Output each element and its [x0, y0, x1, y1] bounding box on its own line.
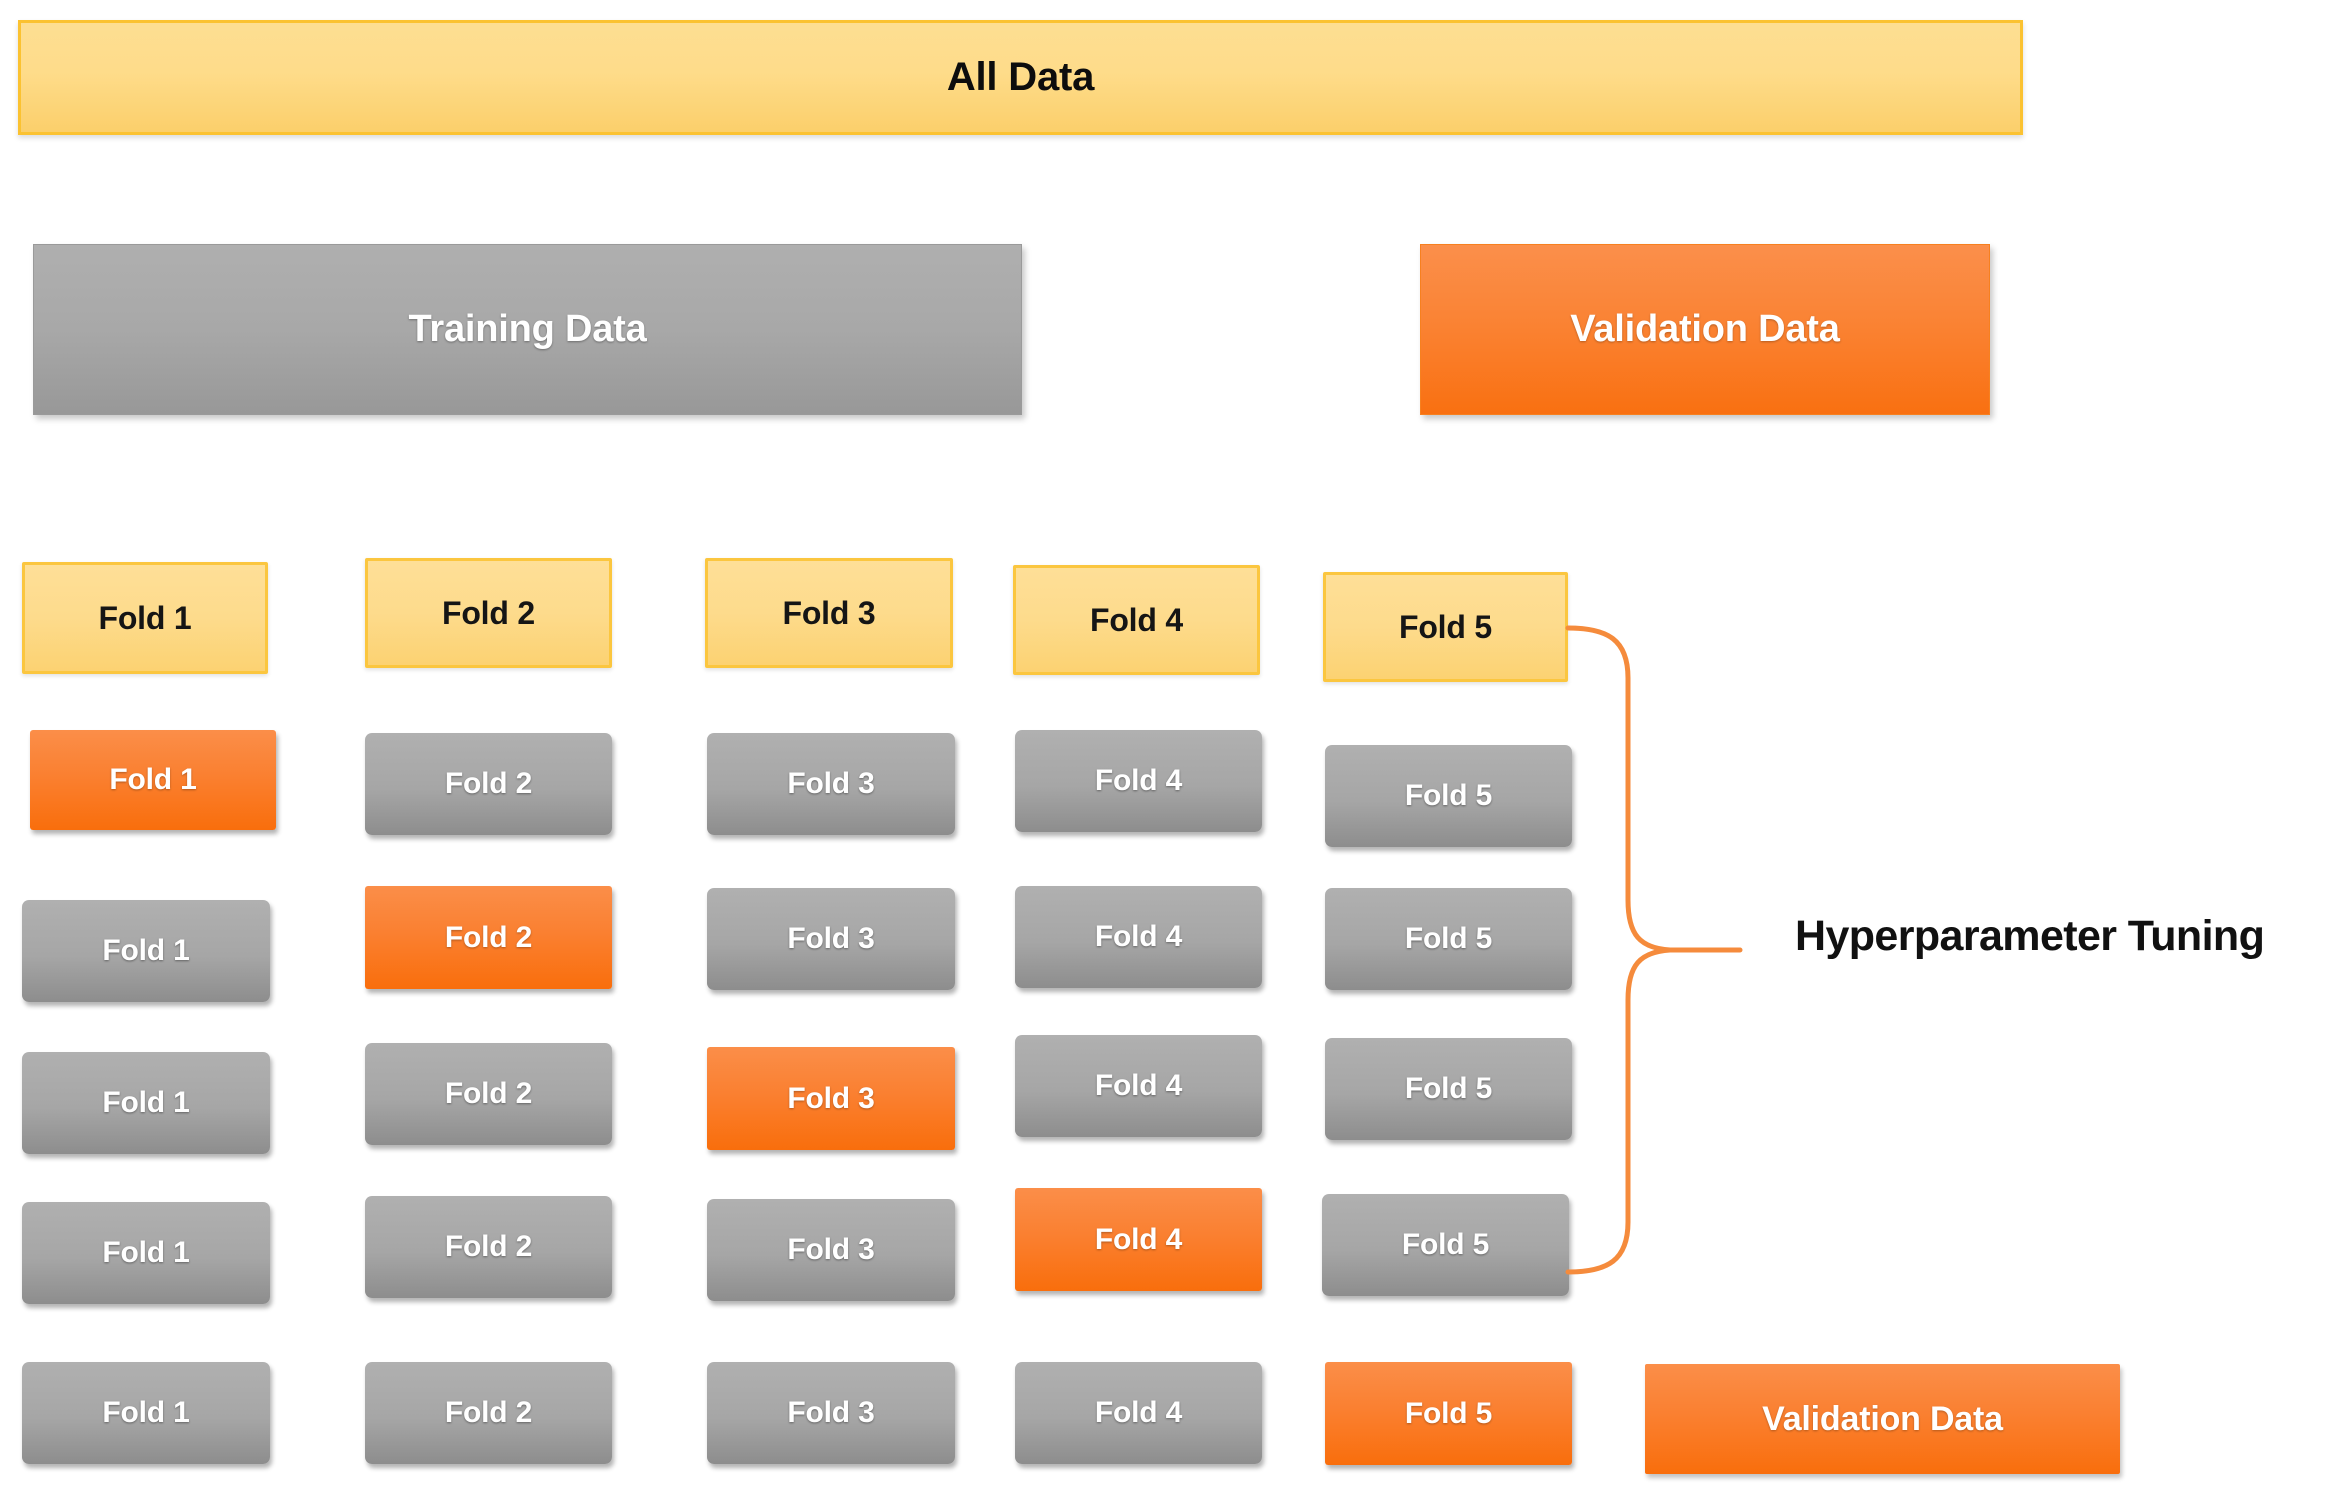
split-row-5-label-1: Fold 1 — [102, 1396, 190, 1429]
split-row-4-label-2: Fold 2 — [444, 1230, 533, 1263]
training-data-box: Training Data — [33, 244, 1022, 415]
split-row-5-cell-5: Fold 5 — [1325, 1362, 1572, 1465]
fold-header-label-2: Fold 2 — [441, 594, 536, 631]
split-row-4-cell-2: Fold 2 — [365, 1196, 612, 1298]
split-row-1-cell-1: Fold 1 — [30, 730, 276, 830]
split-row-4-cell-4: Fold 4 — [1015, 1188, 1262, 1291]
split-row-4-label-4: Fold 4 — [1094, 1222, 1183, 1256]
split-row-3-cell-1: Fold 1 — [22, 1052, 270, 1154]
split-row-4-cell-1: Fold 1 — [22, 1202, 270, 1304]
split-row-3-label-4: Fold 4 — [1094, 1069, 1183, 1102]
split-row-4-cell-3: Fold 3 — [707, 1199, 955, 1301]
fold-header-label-3: Fold 3 — [782, 594, 876, 631]
split-row-2-cell-5: Fold 5 — [1325, 888, 1572, 990]
validation-data-label: Validation Data — [1570, 308, 1840, 350]
split-row-3-label-3: Fold 3 — [787, 1081, 875, 1115]
split-row-5-cell-3: Fold 3 — [707, 1362, 955, 1464]
split-row-4-cell-5: Fold 5 — [1322, 1194, 1569, 1296]
split-row-5-label-5: Fold 5 — [1404, 1396, 1493, 1430]
split-row-1-label-1: Fold 1 — [109, 763, 197, 796]
split-row-3-label-5: Fold 5 — [1404, 1072, 1493, 1105]
fold-header-chip-3: Fold 3 — [705, 558, 953, 668]
split-row-3-label-1: Fold 1 — [102, 1086, 190, 1119]
split-row-1-label-3: Fold 3 — [787, 767, 875, 800]
split-row-1-label-5: Fold 5 — [1404, 779, 1493, 812]
split-row-2-label-4: Fold 4 — [1094, 920, 1183, 953]
split-row-1-cell-5: Fold 5 — [1325, 745, 1572, 847]
split-row-2-label-2: Fold 2 — [444, 920, 533, 954]
split-row-5-label-2: Fold 2 — [444, 1396, 533, 1429]
fold-header-label-4: Fold 4 — [1089, 601, 1184, 638]
split-row-5-cell-1: Fold 1 — [22, 1362, 270, 1464]
fold-header-chip-2: Fold 2 — [365, 558, 612, 668]
split-row-5-label-4: Fold 4 — [1094, 1396, 1183, 1429]
split-row-2-cell-2: Fold 2 — [365, 886, 612, 989]
split-row-4-label-1: Fold 1 — [102, 1236, 190, 1269]
hyperparameter-tuning-brace-icon — [1565, 625, 1743, 1275]
split-row-1-label-2: Fold 2 — [444, 767, 533, 800]
final-validation-data-label: Validation Data — [1762, 1399, 2003, 1438]
all-data-label: All Data — [946, 55, 1095, 99]
split-row-2-cell-3: Fold 3 — [707, 888, 955, 990]
split-row-1-cell-2: Fold 2 — [365, 733, 612, 835]
hyperparameter-tuning-label: Hyperparameter Tuning — [1795, 912, 2265, 960]
split-row-2-label-1: Fold 1 — [102, 934, 190, 967]
split-row-1-label-4: Fold 4 — [1094, 764, 1183, 797]
split-row-5-cell-2: Fold 2 — [365, 1362, 612, 1464]
fold-header-label-5: Fold 5 — [1398, 608, 1493, 645]
split-row-2-cell-1: Fold 1 — [22, 900, 270, 1002]
split-row-3-cell-5: Fold 5 — [1325, 1038, 1572, 1140]
split-row-4-label-3: Fold 3 — [787, 1233, 875, 1266]
fold-header-chip-1: Fold 1 — [22, 562, 268, 674]
split-row-2-label-5: Fold 5 — [1404, 922, 1493, 955]
split-row-4-label-5: Fold 5 — [1401, 1228, 1490, 1261]
split-row-1-cell-3: Fold 3 — [707, 733, 955, 835]
fold-header-label-1: Fold 1 — [98, 599, 192, 636]
split-row-5-cell-4: Fold 4 — [1015, 1362, 1262, 1464]
split-row-2-cell-4: Fold 4 — [1015, 886, 1262, 988]
fold-header-chip-5: Fold 5 — [1323, 572, 1568, 682]
split-row-2-label-3: Fold 3 — [787, 922, 875, 955]
validation-data-box: Validation Data — [1420, 244, 1990, 415]
split-row-3-cell-4: Fold 4 — [1015, 1035, 1262, 1137]
split-row-5-label-3: Fold 3 — [787, 1396, 875, 1429]
split-row-1-cell-4: Fold 4 — [1015, 730, 1262, 832]
training-data-label: Training Data — [408, 308, 647, 350]
split-row-3-label-2: Fold 2 — [444, 1077, 533, 1110]
all-data-box: All Data — [18, 20, 2023, 135]
fold-header-chip-4: Fold 4 — [1013, 565, 1260, 675]
split-row-3-cell-2: Fold 2 — [365, 1043, 612, 1145]
split-row-3-cell-3: Fold 3 — [707, 1047, 955, 1150]
final-validation-data-box: Validation Data — [1645, 1364, 2120, 1474]
